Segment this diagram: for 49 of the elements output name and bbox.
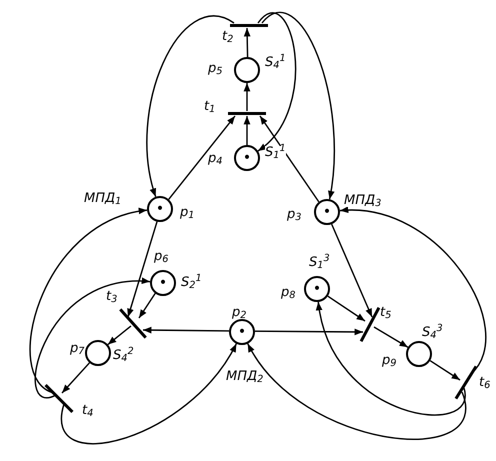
- arc-arrow: [247, 343, 466, 440]
- arc-arrow: [107, 325, 132, 346]
- token: •: [322, 205, 332, 219]
- place-label: t$_{2}$: [222, 30, 234, 43]
- place-label: МПД$_{2}$: [226, 370, 264, 383]
- arc-arrow: [244, 116, 250, 145]
- arc-arrow: [327, 296, 366, 322]
- arc-arrow: [127, 221, 158, 318]
- arc-arrow: [430, 360, 460, 381]
- place-label: p$_{2}$: [232, 306, 246, 319]
- token: •: [312, 282, 322, 296]
- place-label: p$_{9}$: [382, 354, 396, 367]
- arc-arrow: [143, 326, 230, 334]
- arc-arrow: [61, 343, 237, 444]
- arc-arrow: [138, 293, 156, 318]
- arc-arrow: [259, 116, 320, 202]
- arc-arrow: [258, 12, 296, 152]
- arc-arrow: [30, 208, 148, 394]
- place-label: p$_{5}$: [208, 62, 222, 75]
- arc-arrow: [374, 326, 408, 348]
- token: •: [156, 202, 164, 216]
- place-label: МПД$_{3}$: [344, 194, 382, 207]
- arc-arrow: [34, 278, 150, 398]
- arc-arrow: [61, 362, 90, 394]
- arc-arrow: [254, 328, 363, 336]
- arc-arrow: [316, 302, 466, 416]
- place-label: p$_{7}$: [70, 342, 84, 355]
- arc-arrow: [244, 83, 250, 111]
- place-label: p$_{6}$: [154, 250, 168, 263]
- place-label: p$_{4}$: [208, 152, 222, 165]
- place-label: t$_{6}$: [479, 376, 490, 389]
- transition-bar: [228, 112, 266, 114]
- place-label: t$_{1}$: [204, 100, 216, 113]
- token: •: [242, 151, 252, 165]
- place-label: МПД$_{1}$: [84, 192, 122, 205]
- token: •: [238, 325, 246, 339]
- place-label: t$_{4}$: [82, 404, 94, 417]
- arc-arrow: [146, 16, 234, 197]
- place-label: p$_{3}$: [287, 208, 302, 221]
- transition-bar: [230, 24, 268, 26]
- token: •: [158, 276, 168, 290]
- arc-arrow: [331, 224, 373, 318]
- place-label: t$_{5}$: [380, 306, 392, 319]
- place-label: p$_{1}$: [180, 206, 194, 219]
- arc-arrow: [262, 12, 335, 200]
- arc-arrow: [168, 116, 236, 200]
- arc-arrow: [244, 28, 251, 58]
- place-label: t$_{3}$: [106, 290, 118, 303]
- place-label: p$_{8}$: [281, 286, 296, 299]
